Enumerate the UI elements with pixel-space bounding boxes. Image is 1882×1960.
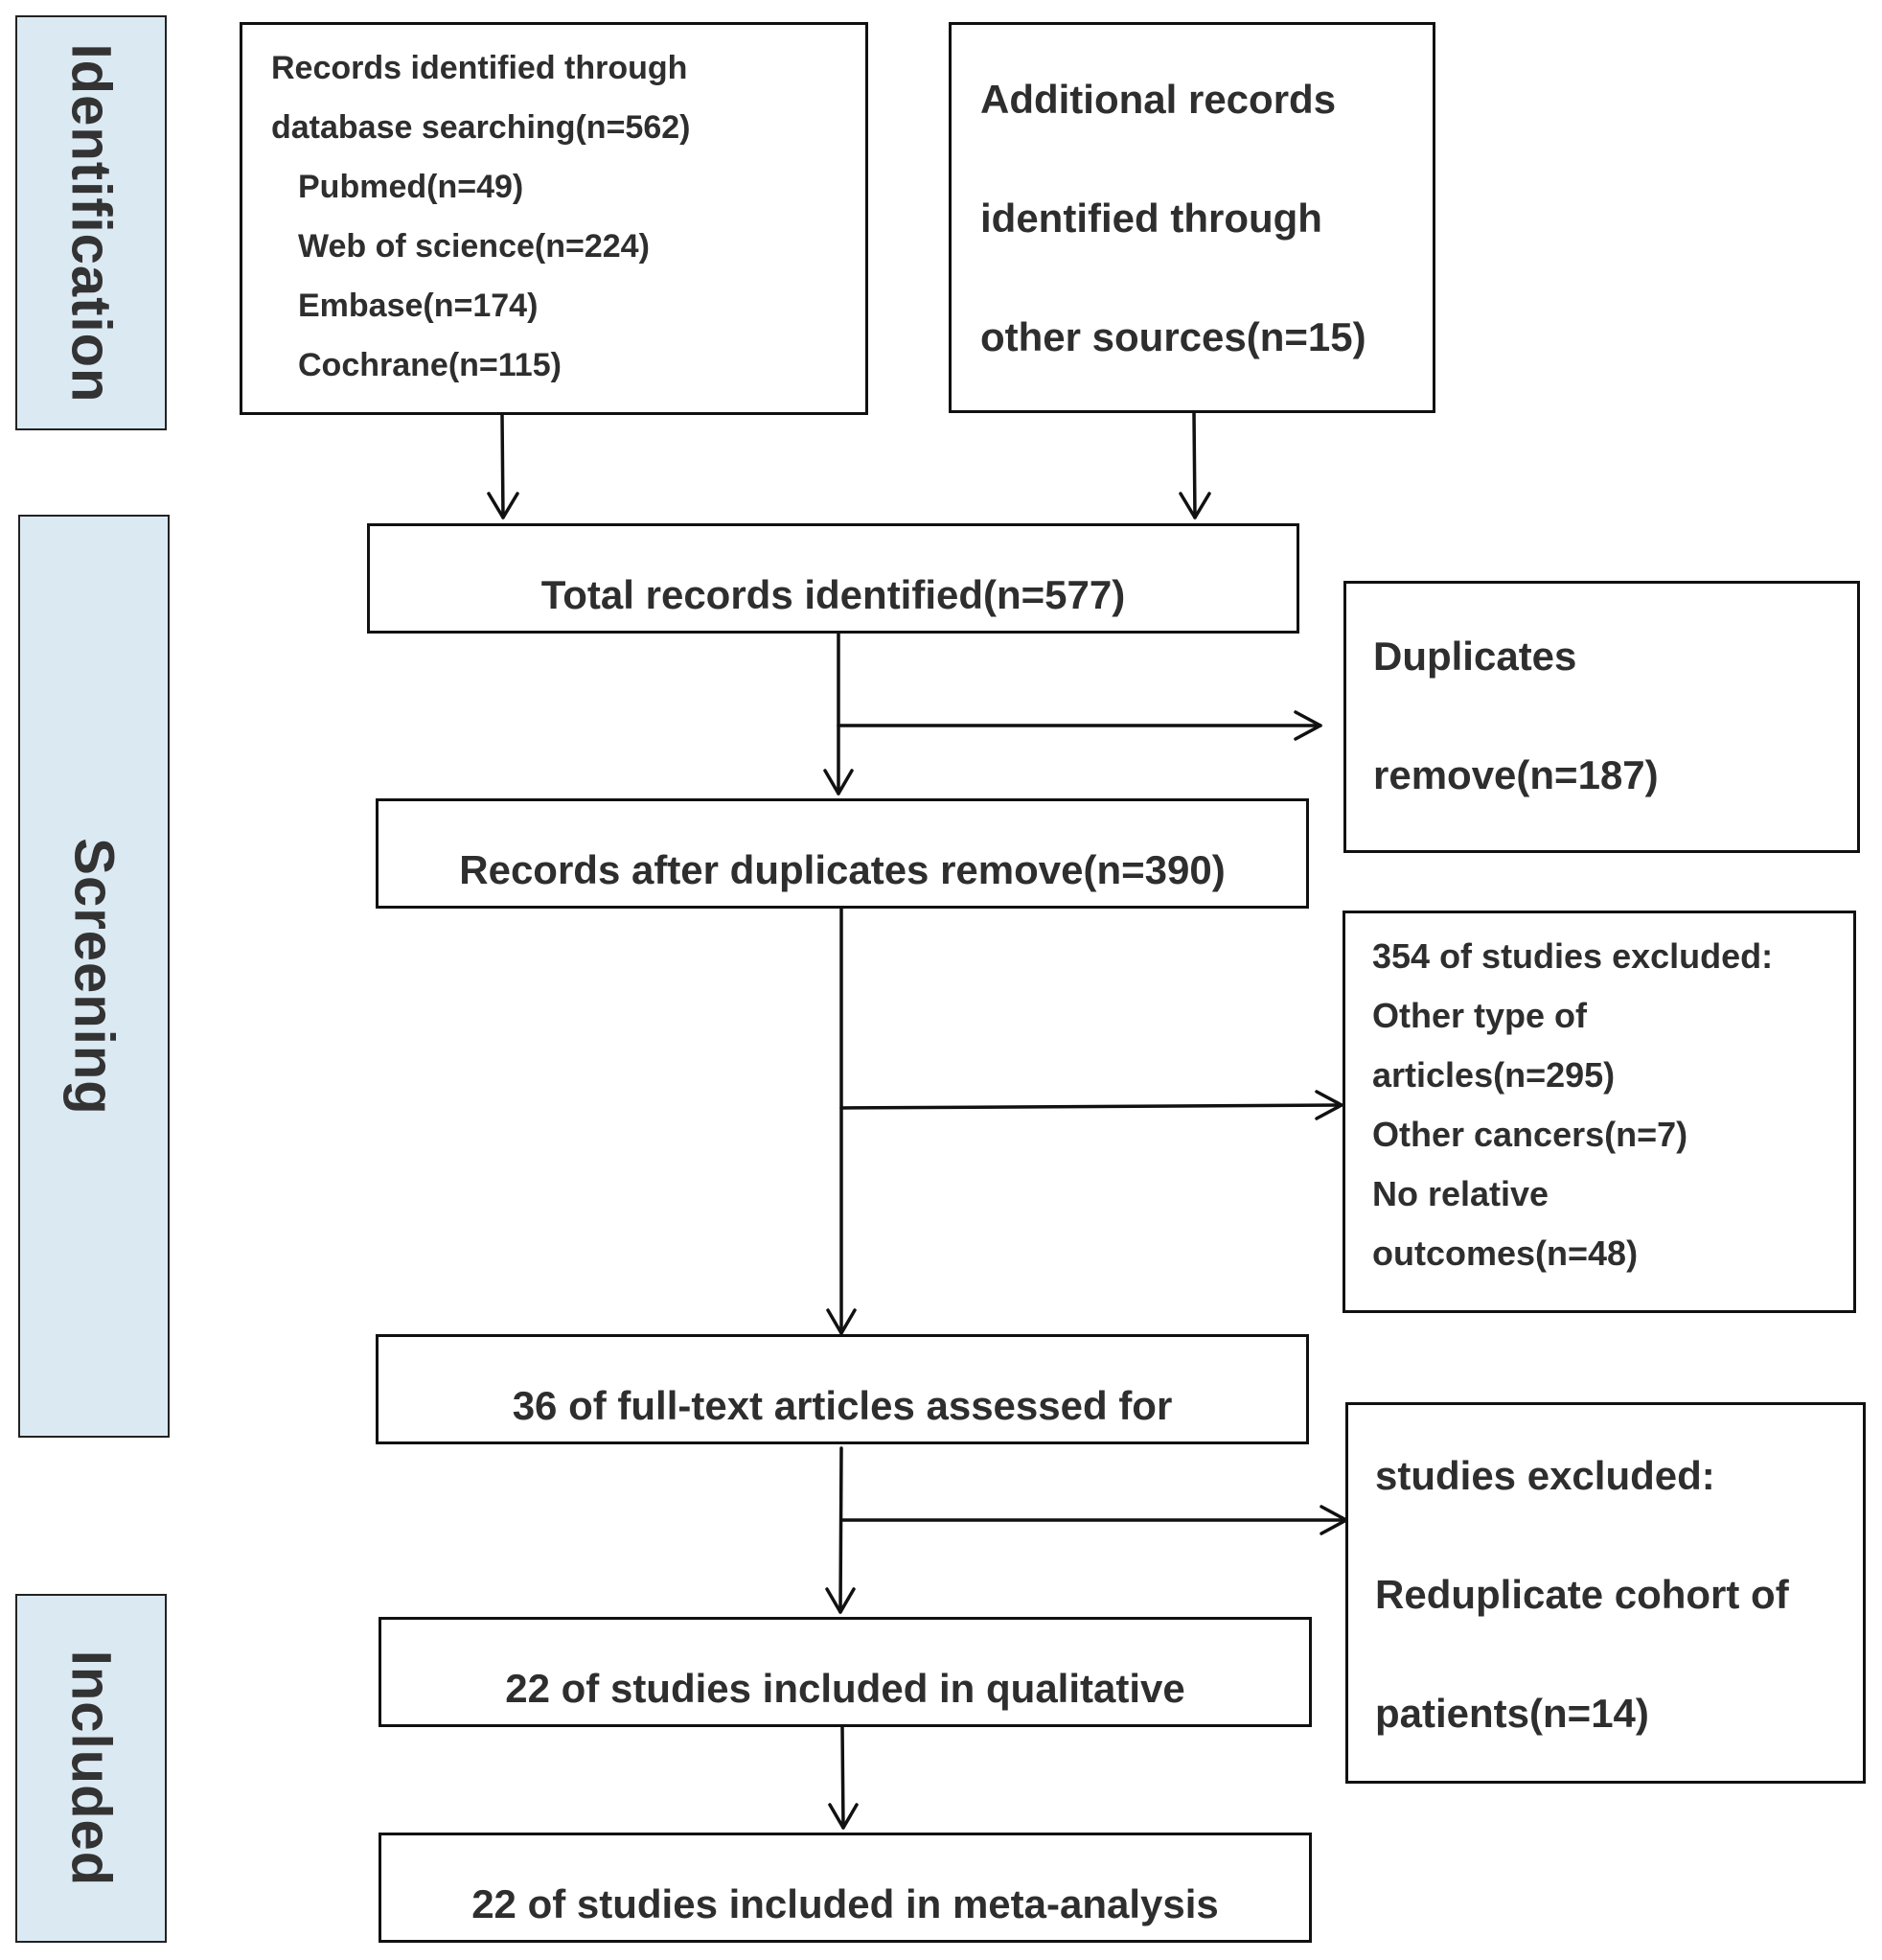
arrowhead-to-duplicates [1294,710,1322,741]
arrow-fulltext-to-qualitative [838,1446,843,1614]
excluded-line5: No relative [1372,1174,1549,1213]
other-sources-line1: Additional records [980,77,1337,122]
excluded-studies-box: 354 of studies excluded: Other type of a… [1343,911,1856,1313]
source-embase: Embase(n=174) [298,288,539,324]
meta-analysis-box: 22 of studies included in meta-analysis [379,1833,1312,1943]
phase-screening: Screening [18,515,170,1438]
total-records-box: Total records identified(n=577) [367,523,1299,634]
meta-analysis-text: 22 of studies included in meta-analysis [471,1881,1219,1926]
arrowhead-after-to-fulltext [826,1308,857,1335]
database-search-box: Records identified through database sear… [240,22,868,415]
qualitative-box: 22 of studies included in qualitative [379,1617,1312,1727]
arrow-other-to-total [1192,411,1197,519]
excluded2-line1: studies excluded: [1375,1453,1715,1498]
arrowhead-other-to-total [1179,492,1211,519]
phase-identification: Identification [15,15,167,430]
excluded-line4: Other cancers(n=7) [1372,1115,1688,1154]
source-cochrane: Cochrane(n=115) [298,347,562,383]
arrow-database-to-total [500,413,505,519]
duplicates-line2: remove(n=187) [1373,752,1659,797]
arrow-to-excluded [839,1103,1343,1110]
excluded-line1: 354 of studies excluded: [1372,936,1774,976]
arrowhead-fulltext-to-qualitative [825,1587,856,1614]
fulltext-assessed-text: 36 of full-text articles assessed for [512,1383,1173,1428]
excluded2-line3: patients(n=14) [1375,1691,1649,1736]
phase-included: Included [15,1594,167,1943]
arrowhead-database-to-total [487,492,519,519]
source-web-of-science: Web of science(n=224) [298,228,650,265]
excluded-line2: Other type of [1372,996,1588,1035]
excluded-line6: outcomes(n=48) [1372,1234,1639,1273]
after-duplicates-text: Records after duplicates remove(n=390) [459,847,1226,892]
arrow-qualitative-to-meta [840,1725,845,1830]
after-duplicates-box: Records after duplicates remove(n=390) [376,798,1309,909]
other-sources-box: Additional records identified through ot… [949,22,1435,413]
source-pubmed: Pubmed(n=49) [298,169,524,205]
duplicates-box: Duplicates remove(n=187) [1343,581,1860,853]
fulltext-assessed-box: 36 of full-text articles assessed for [376,1334,1309,1444]
duplicates-line1: Duplicates [1373,634,1577,679]
database-box-line2: database searching(n=562) [271,109,691,146]
other-sources-line2: identified through [980,196,1322,241]
excluded-reduplicate-box: studies excluded: Reduplicate cohort of … [1345,1402,1866,1784]
excluded-line3: articles(n=295) [1372,1055,1616,1095]
arrowhead-total-to-after [823,769,854,796]
qualitative-text: 22 of studies included in qualitative [505,1666,1185,1711]
arrowhead-qualitative-to-meta [828,1803,859,1830]
total-records-text: Total records identified(n=577) [540,572,1126,617]
arrowhead-to-reduplicate [1320,1505,1348,1535]
arrowhead-to-excluded [1315,1090,1343,1120]
excluded2-line2: Reduplicate cohort of [1375,1572,1789,1617]
other-sources-line3: other sources(n=15) [980,314,1366,359]
database-box-line1: Records identified through [271,50,688,86]
